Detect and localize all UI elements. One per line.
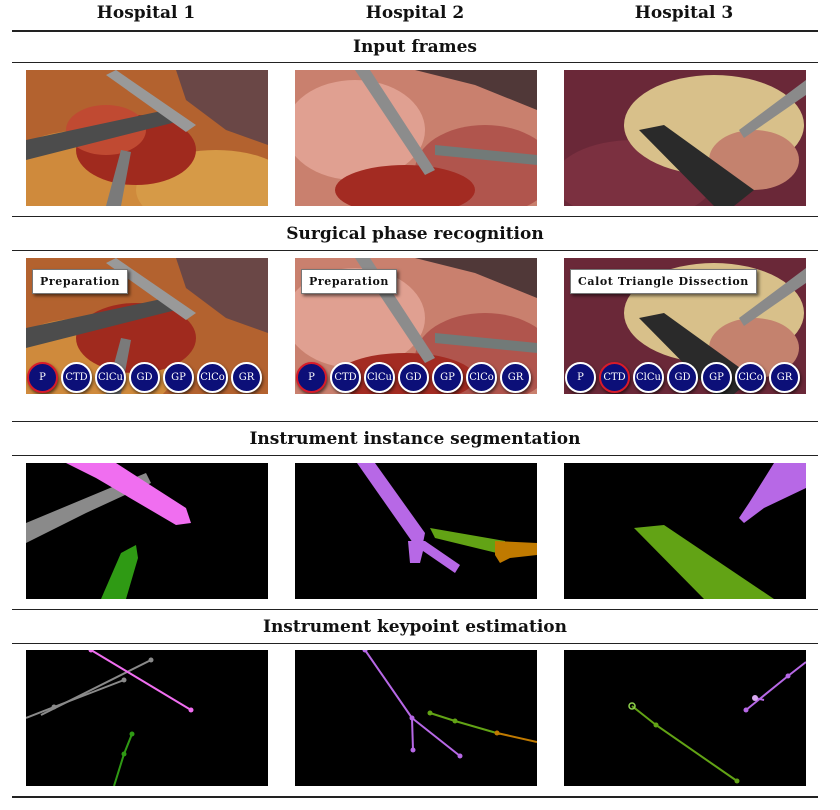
phase-circle-clcu: ClCu: [633, 362, 664, 393]
rule: [12, 250, 818, 252]
input-frame-hospital-2: [295, 70, 537, 206]
phase-circle-gd: GD: [667, 362, 698, 393]
phase-circle-gr: GR: [231, 362, 262, 393]
column-header-hospital-2: Hospital 2: [365, 3, 465, 23]
column-header-hospital-3: Hospital 3: [634, 3, 734, 23]
phase-indicator-row: P CTD ClCu GD GP ClCo GR: [296, 362, 531, 393]
phase-circle-ctd: CTD: [330, 362, 361, 393]
rule: [12, 609, 818, 611]
bottom-rule: [12, 796, 818, 798]
section-title-phase-recognition: Surgical phase recognition: [286, 224, 544, 244]
phase-circle-clcu: ClCu: [95, 362, 126, 393]
phase-indicator-row: P CTD ClCu GD GP ClCo GR: [565, 362, 800, 393]
segmentation-mask-hospital-3: [564, 463, 806, 599]
phase-frame-hospital-3: Calot Triangle Dissection P CTD ClCu GD …: [564, 258, 806, 394]
section-title-instance-segmentation: Instrument instance segmentation: [249, 429, 581, 449]
phase-label: Calot Triangle Dissection: [570, 269, 757, 294]
keypoint-frame-hospital-1: [26, 650, 268, 786]
top-rule: [12, 30, 818, 32]
keypoint-frame-hospital-3: [564, 650, 806, 786]
section-title-input-frames: Input frames: [353, 37, 477, 57]
phase-circle-gp: GP: [701, 362, 732, 393]
phase-circle-gd: GD: [129, 362, 160, 393]
phase-frame-hospital-2: Preparation P CTD ClCu GD GP ClCo GR: [295, 258, 537, 394]
rule: [12, 421, 818, 423]
rule: [12, 216, 818, 218]
phase-circle-gp: GP: [163, 362, 194, 393]
phase-label: Preparation: [301, 269, 398, 294]
phase-circle-gr: GR: [769, 362, 800, 393]
phase-circle-gp: GP: [432, 362, 463, 393]
section-title-keypoint-estimation: Instrument keypoint estimation: [263, 617, 567, 637]
phase-label: Preparation: [32, 269, 129, 294]
rule: [12, 455, 818, 457]
phase-circle-clco: ClCo: [197, 362, 228, 393]
phase-circle-p-active: P: [27, 362, 58, 393]
column-header-hospital-1: Hospital 1: [96, 3, 196, 23]
phase-circle-clco: ClCo: [735, 362, 766, 393]
phase-indicator-row: P CTD ClCu GD GP ClCo GR: [27, 362, 262, 393]
rule: [12, 643, 818, 645]
segmentation-mask-hospital-2: [295, 463, 537, 599]
phase-circle-gd: GD: [398, 362, 429, 393]
phase-frame-hospital-1: Preparation P CTD ClCu GD GP ClCo GR: [26, 258, 268, 394]
phase-circle-p: P: [565, 362, 596, 393]
phase-circle-gr: GR: [500, 362, 531, 393]
phase-circle-ctd: CTD: [61, 362, 92, 393]
segmentation-mask-hospital-1: [26, 463, 268, 599]
rule: [12, 62, 818, 64]
input-frame-hospital-1: [26, 70, 268, 206]
phase-circle-clcu: ClCu: [364, 362, 395, 393]
input-frame-hospital-3: [564, 70, 806, 206]
phase-circle-clco: ClCo: [466, 362, 497, 393]
phase-circle-ctd-active: CTD: [599, 362, 630, 393]
phase-circle-p-active: P: [296, 362, 327, 393]
keypoint-frame-hospital-2: [295, 650, 537, 786]
